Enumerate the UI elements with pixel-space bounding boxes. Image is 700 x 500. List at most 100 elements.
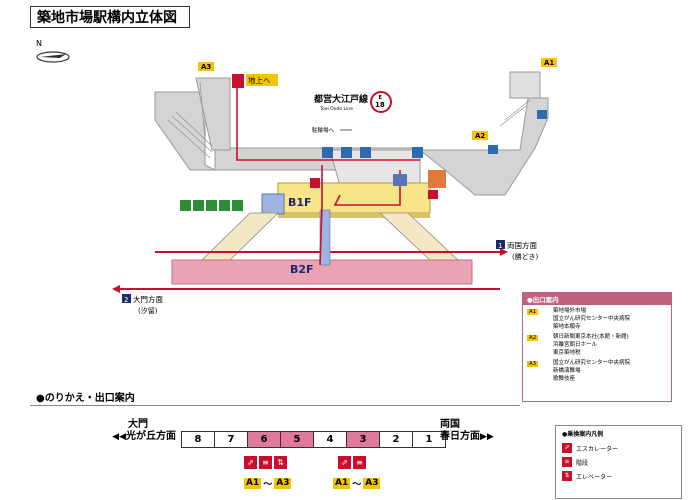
- stairs-icon: ≡: [259, 456, 272, 469]
- exit-guide-line: 築地場外市場: [553, 308, 587, 314]
- ticket-machine-icon: [261, 193, 285, 215]
- escalator-icon: ⇗: [244, 456, 257, 469]
- ticket-icon: [322, 147, 333, 158]
- car-7: 7: [214, 431, 248, 448]
- exit-from: A1: [244, 478, 262, 489]
- stairs: [167, 81, 531, 159]
- svg-text:A2: A2: [475, 132, 485, 140]
- exit-guide-tag: A2: [527, 335, 539, 341]
- exit-to: A3: [274, 478, 292, 489]
- exit-guide-line: 国立がん研究センター中央病院: [553, 360, 631, 366]
- svg-text:(汐留): (汐留): [138, 306, 158, 315]
- svg-text:A1: A1: [544, 59, 554, 67]
- baby-icon: [206, 200, 217, 211]
- exit-guide-header: ●出口案内: [523, 293, 671, 305]
- elevator-shaft: [319, 209, 331, 266]
- svg-text:A3: A3: [201, 63, 211, 71]
- direction-east: 1 両国方面 (勝どき): [496, 240, 539, 261]
- exit-guide-row: A1 築地場外市場 国立がん研究センター中央病院 築地本願寺: [523, 305, 671, 331]
- exit-guide-line: 築地本願寺: [553, 324, 581, 330]
- exit-to: A3: [363, 478, 381, 489]
- direction-right-line2: 春日方面▶▶: [440, 431, 494, 442]
- multi-icon: [232, 200, 243, 211]
- station-diagram: N A3 A1: [36, 39, 557, 315]
- svg-text:1: 1: [498, 242, 502, 250]
- station-office-icon: [428, 170, 446, 188]
- transfer-section-title: ●のりかえ・出口案内: [36, 393, 135, 404]
- exit-guide-line: 東京築地税: [553, 350, 581, 356]
- car-1: 1: [412, 431, 446, 448]
- line-marker-icon: [370, 91, 392, 113]
- transfer-legend-title: ●乗換案内凡例: [562, 431, 604, 438]
- car-8: 8: [181, 431, 215, 448]
- car-5: 5: [280, 431, 314, 448]
- floor-b2f: B2F: [290, 263, 314, 276]
- svg-text:2: 2: [124, 296, 128, 304]
- compass-icon: [36, 51, 70, 63]
- exit-a2-badge: A2: [472, 131, 488, 140]
- facility-icons: [310, 110, 547, 199]
- restroom-icons: [180, 200, 243, 211]
- line-roman: Toei Oedo Line: [319, 106, 353, 112]
- direction-right: 両国 春日方面▶▶: [440, 419, 494, 443]
- exit-range-sep: 〜: [352, 480, 362, 490]
- legend-row: ≡階段: [556, 455, 681, 469]
- exit-from: A1: [333, 478, 351, 489]
- exit-guide: ●出口案内 A1 築地場外市場 国立がん研究センター中央病院 築地本願寺 A2 …: [522, 292, 672, 402]
- restroom-icon: [412, 147, 423, 158]
- exit-guide-line: 歌舞伎座: [553, 376, 576, 382]
- exit-guide-line: 朝日新聞東京本社(本館・新館): [553, 334, 629, 340]
- exit-range-sep: 〜: [263, 480, 273, 490]
- exit-a1-badge: A1: [541, 58, 557, 67]
- exit-guide-row: A2 朝日新聞東京本社(本館・新館) 浜離宮朝日ホール 東京築地税: [523, 331, 671, 357]
- svg-text:E: E: [379, 95, 383, 101]
- legend-row: ⇅エレベーター: [556, 469, 681, 483]
- arrow-left-icon: ◀◀: [112, 432, 126, 442]
- phone-icon: [360, 147, 371, 158]
- info-icon: [428, 190, 438, 199]
- barrier-free-route: [236, 80, 420, 266]
- line-name: 都営大江戸線: [313, 93, 368, 105]
- elevator-icon: [232, 74, 244, 88]
- escalator-icon: ⇗: [338, 456, 351, 469]
- wheelchair-icon: [193, 200, 204, 211]
- stairs-icon: ≡: [353, 456, 366, 469]
- exit-guide-line: 浜離宮朝日ホール: [553, 342, 598, 348]
- direction-left-line2: ◀◀光が丘方面: [112, 431, 176, 442]
- exit-guide-line: 新橋演舞場: [553, 368, 581, 374]
- car-3: 3: [346, 431, 380, 448]
- car-row: 8 7 6 5 4 3 2 1: [181, 431, 446, 448]
- legend-row: ⇗エスカレーター: [556, 441, 681, 455]
- elevator-icon: ⇅: [562, 471, 572, 481]
- stairs-a1-icon: [537, 110, 547, 119]
- transfer-legend: ●乗換案内凡例 ⇗エスカレーター ≡階段 ⇅エレベーター: [555, 425, 682, 499]
- direction-left: 大門 ◀◀光が丘方面: [94, 419, 176, 443]
- compass-n: N: [36, 39, 42, 48]
- exit-a3-badge: A3: [198, 62, 214, 71]
- floor-b1f: B1F: [288, 196, 312, 209]
- bicycle-label: 駐輪場へ: [312, 126, 335, 134]
- svg-text:大門方面: 大門方面: [133, 294, 163, 304]
- car-4: 4: [313, 431, 347, 448]
- to-ground-label: [246, 74, 278, 86]
- arrow-right-icon: ▶▶: [480, 432, 494, 442]
- stairs-icon: ≡: [562, 457, 572, 467]
- direction-west: 2 大門方面 (汐留): [122, 294, 163, 315]
- transfer-icons-right: ⇗ ≡: [338, 456, 366, 469]
- svg-text:両国方面: 両国方面: [507, 240, 537, 250]
- elevator-icon: ⇅: [274, 456, 287, 469]
- page-title: 築地市場駅構内立体図: [30, 6, 190, 28]
- gate-icon: [393, 174, 407, 186]
- section-divider: [30, 405, 520, 406]
- exit-guide-row: A3 国立がん研究センター中央病院 新橋演舞場 歌舞伎座: [523, 357, 671, 383]
- direction-left-line1: 大門: [128, 419, 148, 430]
- elevator-b1-icon: [310, 178, 320, 188]
- stairs-a2-icon: [488, 145, 498, 154]
- direction-right-line1: 両国: [440, 419, 460, 430]
- toilet-icon: [180, 200, 191, 211]
- transfer-exit-left: A1 〜 A3: [244, 477, 292, 490]
- svg-text:(勝どき): (勝どき): [512, 252, 539, 261]
- ostomate-icon: [219, 200, 230, 211]
- concourse-structure: [154, 71, 549, 196]
- transfer-icons-left: ⇗ ≡ ⇅: [244, 456, 287, 469]
